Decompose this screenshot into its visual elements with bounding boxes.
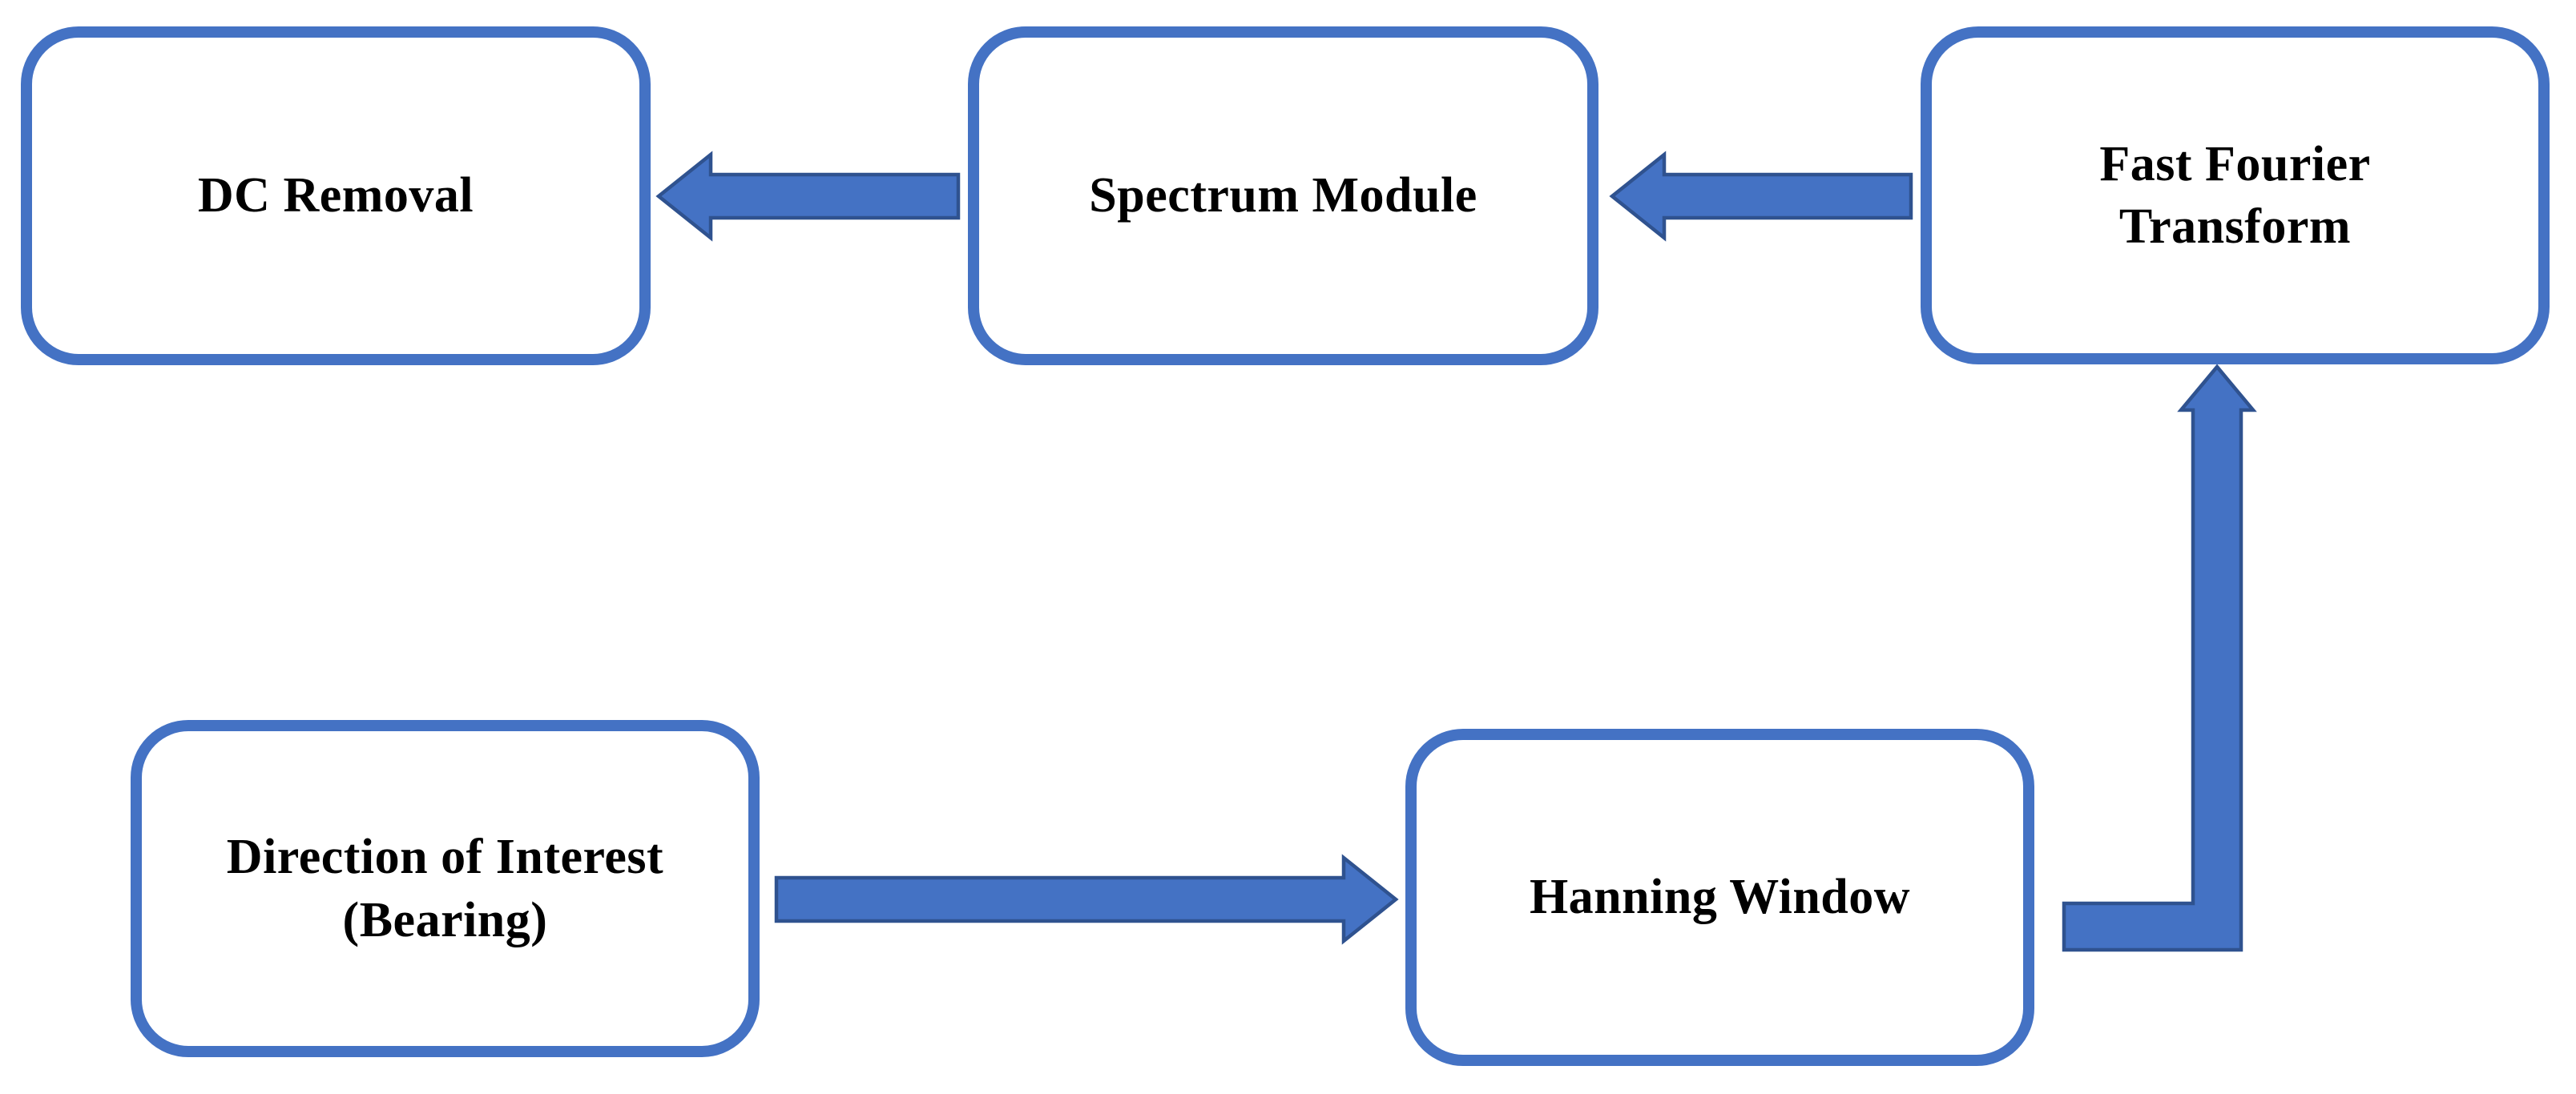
node-dc-removal: DC Removal (21, 26, 651, 365)
node-fast-fourier-transform: Fast Fourier Transform (1921, 26, 2550, 364)
node-hanning-window: Hanning Window (1405, 729, 2034, 1066)
node-dc-removal-label: DC Removal (197, 168, 474, 223)
node-spectrum-module: Spectrum Module (968, 26, 1598, 365)
node-direction-of-interest: Direction of Interest (Bearing) (131, 720, 760, 1057)
arrow-fft-to-spectrum (1609, 151, 1913, 242)
node-spectrum-module-label: Spectrum Module (1089, 168, 1477, 223)
node-direction-of-interest-label: Direction of Interest (Bearing) (226, 830, 664, 947)
node-hanning-window-label: Hanning Window (1529, 870, 1911, 925)
node-fast-fourier-transform-label: Fast Fourier Transform (2099, 136, 2371, 254)
arrow-hanning-to-fft-elbow (2062, 364, 2257, 952)
arrow-direction-to-hanning (774, 854, 1399, 945)
arrow-spectrum-to-dc-removal (655, 151, 961, 242)
